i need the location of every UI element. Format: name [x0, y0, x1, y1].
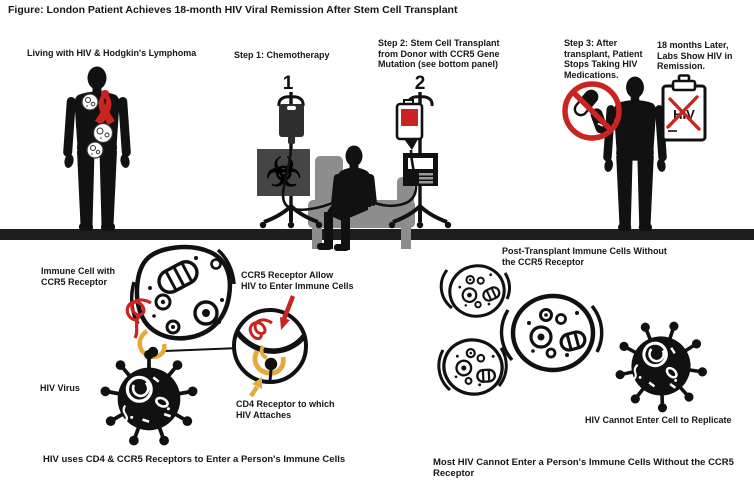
post-transplant-cell-icon: [499, 296, 604, 370]
post-transplant-cell-icon: [439, 259, 512, 323]
step3-label: Step 3: After transplant, Patient Stops …: [564, 38, 643, 80]
post-transplant-cell-icon: [437, 332, 509, 402]
divider-bar: [0, 229, 754, 240]
post-transplant-cells-label: Post-Transplant Immune Cells Without the…: [502, 246, 667, 267]
ccr5-receptor-icon: [125, 298, 152, 339]
lymphoma-cell-icon: [92, 122, 114, 144]
stemcell-tube: [368, 149, 418, 208]
step2-number: 2: [415, 73, 426, 94]
right-panel-caption: Most HIV Cannot Enter a Person's Immune …: [433, 457, 734, 479]
iv-pole-1: ☣: [257, 92, 338, 229]
no-pills-icon: [562, 81, 622, 141]
infusion-monitor-icon: [403, 153, 438, 186]
iv-pole-2: [368, 92, 452, 229]
immune-cell-label: Immune Cell with CCR5 Receptor: [41, 266, 116, 287]
hiv-virus-icon: [98, 347, 200, 448]
iv-bag-chemo-icon: [279, 104, 304, 144]
cd4-receptor-zoom-icon: [252, 345, 286, 382]
ccr5-arrow: [280, 295, 296, 330]
connector-line: [164, 347, 241, 352]
outcome-label: 18 months Later, Labs Show HIV in Remiss…: [657, 40, 733, 71]
patient-figure-remission: [602, 76, 668, 232]
hiv-cannot-enter-label: HIV Cannot Enter Cell to Replicate: [585, 415, 732, 425]
lymphoma-cell-icon: [86, 141, 104, 159]
cd4-arrow: [249, 377, 262, 398]
clipboard-icon: HIV: [661, 74, 707, 142]
awareness-ribbon-icon: [95, 90, 115, 125]
ccr5-receptor-zoom-icon: [248, 318, 273, 341]
patient-seated-figure: [317, 145, 377, 251]
magnifier-circle: [232, 308, 308, 384]
step1-label: Step 1: Chemotherapy: [234, 50, 330, 60]
step2-label: Step 2: Stem Cell Transplant from Donor …: [378, 38, 500, 69]
chemo-tube: [281, 143, 338, 212]
immune-cell-icon: [129, 244, 236, 341]
ccr5-label: CCR5 Receptor Allow HIV to Enter Immune …: [241, 270, 354, 291]
iv-bag-stemcell-icon: [395, 99, 424, 150]
patient-hiv-label: Living with HIV & Hodgkin's Lymphoma: [27, 48, 197, 58]
figure-title: Figure: London Patient Achieves 18-month…: [8, 4, 458, 16]
lymphoma-cell-icon: [81, 93, 99, 111]
cd4-label: CD4 Receptor to which HIV Attaches: [236, 399, 335, 420]
step1-number: 1: [283, 73, 294, 94]
left-panel-caption: HIV uses CD4 & CCR5 Receptors to Enter a…: [43, 454, 346, 465]
hiv-virus-blocked-icon: [602, 305, 721, 424]
hiv-virus-label: HIV Virus: [40, 383, 80, 393]
red-x-icon: [666, 95, 701, 131]
